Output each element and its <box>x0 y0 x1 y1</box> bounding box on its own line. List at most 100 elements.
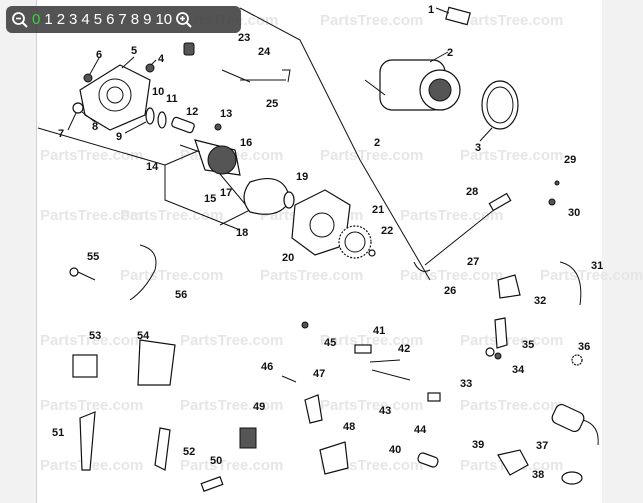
zoom-out-icon <box>12 11 28 28</box>
callout-39[interactable]: 39 <box>472 439 484 451</box>
part-55 <box>137 339 176 386</box>
watermark-text: PartsTree.com <box>460 12 563 29</box>
zoom-level-6[interactable]: 6 <box>106 10 115 28</box>
callout-35[interactable]: 35 <box>522 339 534 351</box>
callout-18[interactable]: 18 <box>236 227 248 239</box>
callout-2[interactable]: 2 <box>374 137 380 149</box>
callout-25[interactable]: 25 <box>266 98 278 110</box>
watermark-text: PartsTree.com <box>180 332 283 349</box>
zoom-level-8[interactable]: 8 <box>130 10 140 28</box>
callout-37[interactable]: 37 <box>536 440 548 452</box>
callout-50[interactable]: 50 <box>210 455 222 467</box>
callout-17[interactable]: 17 <box>220 187 232 199</box>
part-53 <box>154 427 171 471</box>
callout-32[interactable]: 32 <box>534 295 546 307</box>
part-4 <box>145 59 157 73</box>
part-3 <box>479 80 519 142</box>
callout-38[interactable]: 38 <box>532 469 544 481</box>
callout-31[interactable]: 31 <box>591 260 603 272</box>
zoom-level-1[interactable]: 1 <box>44 10 53 28</box>
watermark-text: PartsTree.com <box>460 147 563 164</box>
part-51 <box>200 476 224 492</box>
callout-8[interactable]: 8 <box>92 121 98 133</box>
callout-13[interactable]: 13 <box>220 108 232 120</box>
callout-5[interactable]: 5 <box>131 45 137 57</box>
callout-40[interactable]: 40 <box>389 444 401 456</box>
callout-29[interactable]: 29 <box>564 154 576 166</box>
callout-11[interactable]: 11 <box>166 93 178 105</box>
part-39 <box>561 471 583 485</box>
callout-21[interactable]: 21 <box>372 204 384 216</box>
callout-6[interactable]: 6 <box>96 49 102 61</box>
part-23-24-25 <box>221 69 291 83</box>
part-2 <box>364 51 461 111</box>
callout-26[interactable]: 26 <box>444 285 456 297</box>
callout-51[interactable]: 51 <box>52 427 64 439</box>
callout-52[interactable]: 52 <box>183 446 195 458</box>
callout-4[interactable]: 4 <box>158 53 165 65</box>
callout-33[interactable]: 33 <box>460 378 472 390</box>
callout-9[interactable]: 9 <box>116 131 122 143</box>
watermark-text: PartsTree.com <box>40 207 143 224</box>
callout-54[interactable]: 54 <box>137 330 150 342</box>
callout-1[interactable]: 1 <box>428 4 434 16</box>
callout-7[interactable]: 7 <box>58 128 64 140</box>
zoom-in-button[interactable] <box>174 10 194 30</box>
part-40 <box>497 449 529 476</box>
zoom-level-4[interactable]: 4 <box>81 10 90 28</box>
callout-47[interactable]: 47 <box>313 368 325 380</box>
zoom-level-7[interactable]: 7 <box>118 10 127 28</box>
zoom-level-0[interactable]: 0 <box>32 10 41 28</box>
callout-34[interactable]: 34 <box>512 364 525 376</box>
part-56 <box>69 267 96 281</box>
callout-49[interactable]: 49 <box>253 401 265 413</box>
zoom-level-9[interactable]: 9 <box>143 10 152 28</box>
zoom-level-2[interactable]: 2 <box>56 10 66 28</box>
part-50 <box>239 427 257 449</box>
callout-10[interactable]: 10 <box>152 86 164 98</box>
watermark-text: PartsTree.com <box>320 147 423 164</box>
callout-22[interactable]: 22 <box>381 225 393 237</box>
callout-27[interactable]: 27 <box>467 256 479 268</box>
callout-46[interactable]: 46 <box>261 361 273 373</box>
part-27-28-29 <box>413 192 512 272</box>
callout-55[interactable]: 55 <box>87 251 99 263</box>
assembly-outline-right <box>239 7 431 281</box>
part-57 <box>129 244 157 301</box>
callout-16[interactable]: 16 <box>240 137 252 149</box>
callout-53[interactable]: 53 <box>89 330 101 342</box>
callout-15[interactable]: 15 <box>204 193 216 205</box>
callout-43[interactable]: 43 <box>379 405 391 417</box>
callout-56[interactable]: 56 <box>175 289 187 301</box>
callout-24[interactable]: 24 <box>258 46 271 58</box>
callout-20[interactable]: 20 <box>282 252 294 264</box>
part-7-8 <box>67 102 96 131</box>
callout-19[interactable]: 19 <box>296 171 308 183</box>
callout-30[interactable]: 30 <box>568 207 580 219</box>
callout-12[interactable]: 12 <box>186 106 198 118</box>
zoom-level-5[interactable]: 5 <box>93 10 103 28</box>
zoom-level-10[interactable]: 10 <box>155 10 173 28</box>
part-16-armature <box>179 139 241 176</box>
watermark-text: PartsTree.com <box>120 207 223 224</box>
callout-36[interactable]: 36 <box>578 341 590 353</box>
callout-3[interactable]: 3 <box>475 142 481 154</box>
inner-assembly-box <box>164 149 251 226</box>
callout-44[interactable]: 44 <box>414 424 427 436</box>
callout-45[interactable]: 45 <box>324 337 336 349</box>
callout-23[interactable]: 23 <box>238 32 250 44</box>
callout-42[interactable]: 42 <box>398 343 410 355</box>
callout-41[interactable]: 41 <box>373 325 385 337</box>
watermark-text: PartsTree.com <box>320 397 423 414</box>
callout-28[interactable]: 28 <box>466 186 478 198</box>
callout-48[interactable]: 48 <box>343 421 355 433</box>
callout-2[interactable]: 2 <box>447 47 453 59</box>
part-54 <box>72 354 98 378</box>
zoom-out-button[interactable] <box>10 10 30 30</box>
callout-14[interactable]: 14 <box>146 161 159 173</box>
watermark-text: PartsTree.com <box>40 147 143 164</box>
zoom-level-3[interactable]: 3 <box>69 10 78 28</box>
